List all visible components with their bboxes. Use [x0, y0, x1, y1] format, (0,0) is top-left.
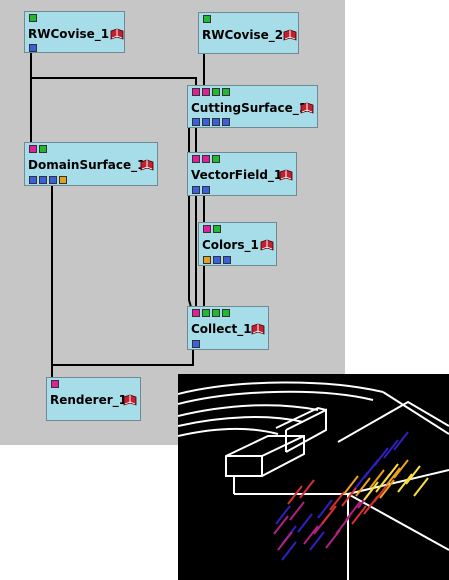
input-port[interactable]: [222, 88, 230, 96]
input-port[interactable]: [192, 309, 200, 317]
output-port[interactable]: [222, 118, 230, 126]
book-icon[interactable]: [123, 391, 137, 406]
module-colors-1[interactable]: Colors_1: [198, 222, 277, 266]
geometry-outline: [178, 381, 449, 580]
input-port[interactable]: [202, 155, 210, 163]
output-port[interactable]: [192, 186, 200, 194]
wire-collect-ren: [52, 350, 194, 366]
output-port[interactable]: [212, 118, 220, 126]
module-rwcovise-1[interactable]: RWCovise_1: [24, 11, 125, 53]
output-port[interactable]: [202, 118, 210, 126]
book-icon[interactable]: [260, 236, 274, 251]
module-label: RWCovise_1: [28, 27, 110, 41]
wire-rw1-cut: [30, 52, 197, 86]
output-port[interactable]: [202, 186, 210, 194]
output-port[interactable]: [213, 256, 221, 264]
input-port[interactable]: [192, 155, 200, 163]
book-icon[interactable]: [279, 166, 293, 181]
module-vectorfield-1[interactable]: VectorField_1: [187, 152, 297, 196]
module-cuttingsurface-1[interactable]: CuttingSurface_1: [187, 85, 318, 128]
vector-arrows: [273, 431, 429, 561]
module-domainsurface-1[interactable]: DomainSurface_1: [24, 142, 158, 186]
module-label: CuttingSurface_1: [191, 101, 308, 115]
module-label: Colors_1: [202, 238, 259, 252]
book-icon[interactable]: [300, 99, 314, 114]
module-collect-1[interactable]: Collect_1: [187, 306, 269, 350]
output-port[interactable]: [39, 176, 47, 184]
output-port[interactable]: [59, 176, 67, 184]
input-port[interactable]: [202, 88, 210, 96]
module-rwcovise-2[interactable]: RWCovise_2: [198, 12, 299, 54]
input-port[interactable]: [202, 309, 210, 317]
rendered-scene: [178, 381, 449, 580]
input-port[interactable]: [213, 225, 221, 233]
book-icon[interactable]: [140, 156, 154, 171]
module-label: Collect_1: [191, 322, 252, 336]
module-label: Renderer_1: [50, 393, 127, 407]
input-port[interactable]: [203, 15, 211, 23]
output-port[interactable]: [29, 44, 37, 52]
module-label: DomainSurface_1: [28, 158, 146, 172]
input-port[interactable]: [222, 309, 230, 317]
input-port[interactable]: [212, 309, 220, 317]
input-port[interactable]: [212, 155, 220, 163]
input-port[interactable]: [29, 14, 37, 22]
input-port[interactable]: [212, 88, 220, 96]
output-port[interactable]: [203, 256, 211, 264]
book-icon[interactable]: [283, 26, 297, 41]
output-port[interactable]: [29, 176, 37, 184]
input-port[interactable]: [203, 225, 211, 233]
input-port[interactable]: [29, 145, 37, 153]
render-viewport[interactable]: [178, 374, 449, 580]
output-port[interactable]: [223, 256, 231, 264]
map-editor-canvas[interactable]: RWCovise_1 RWCovise_2 CuttingSurface_1 D…: [0, 0, 345, 445]
module-renderer-1[interactable]: Renderer_1: [46, 377, 141, 421]
output-port[interactable]: [192, 118, 200, 126]
wire-cut-collect: [188, 127, 192, 308]
module-label: VectorField_1: [191, 168, 283, 182]
book-icon[interactable]: [251, 320, 265, 335]
input-port[interactable]: [192, 88, 200, 96]
connection-lines: [30, 52, 205, 378]
book-icon[interactable]: [110, 25, 124, 40]
input-port[interactable]: [39, 145, 47, 153]
output-port[interactable]: [49, 176, 57, 184]
output-port[interactable]: [192, 340, 200, 348]
input-port[interactable]: [51, 380, 59, 388]
module-label: RWCovise_2: [202, 28, 284, 42]
